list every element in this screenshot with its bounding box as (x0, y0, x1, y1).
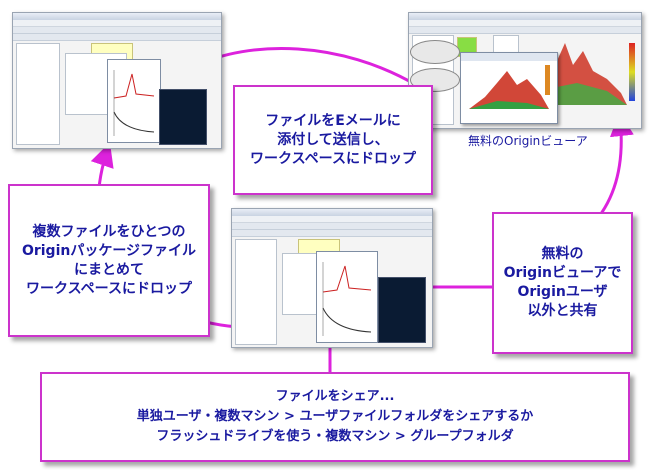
callout-email-line-3: ワークスペースにドロップ (250, 150, 416, 167)
graph-window (107, 59, 161, 143)
arrow-to-right-window (590, 112, 634, 227)
callout-viewer-line-2: Originビューアで (503, 265, 622, 281)
callout-share-line-1: ファイルをシェア... (275, 389, 395, 404)
callout-package-line-3: にまとめて (74, 261, 144, 278)
arrow-to-top-left (189, 46, 419, 88)
callout-package: 複数ファイルをひとつの Originパッケージファイル にまとめて ワークスペー… (8, 184, 210, 337)
callout-email-line-1: ファイルをEメールに (265, 112, 401, 129)
callout-package-line-2: Originパッケージファイル (21, 242, 197, 259)
callout-viewer: 無料の Originビューアで Originユーザ 以外と共有 (492, 212, 633, 354)
callout-email-line-2: 添付して送信し、 (277, 131, 389, 148)
origin-workspace-screenshot-center (231, 208, 433, 348)
balloon-top (410, 40, 460, 64)
callout-viewer-line-4: 以外と共有 (527, 303, 598, 319)
callout-viewer-line-1: 無料の (541, 246, 584, 262)
callout-email: ファイルをEメールに 添付して送信し、 ワークスペースにドロップ (233, 85, 433, 195)
callout-share-line-2: 単独ユーザ・複数マシン > ユーザファイルフォルダをシェアするか (136, 409, 534, 424)
callout-viewer-line-3: Originユーザ (517, 284, 608, 300)
callout-package-line-4: ワークスペースにドロップ (26, 280, 192, 297)
graph-window (316, 251, 378, 343)
origin-workspace-screenshot-top (12, 12, 222, 149)
callout-package-line-1: 複数ファイルをひとつの (32, 223, 186, 240)
viewer-graph-popup (460, 52, 558, 124)
callout-share: ファイルをシェア... 単独ユーザ・複数マシン > ユーザファイルフォルダをシェ… (40, 372, 630, 462)
callout-share-line-3: フラッシュドライブを使う・複数マシン > グループフォルダ (156, 429, 514, 444)
viewer-caption: 無料のOriginビューア (468, 134, 588, 148)
